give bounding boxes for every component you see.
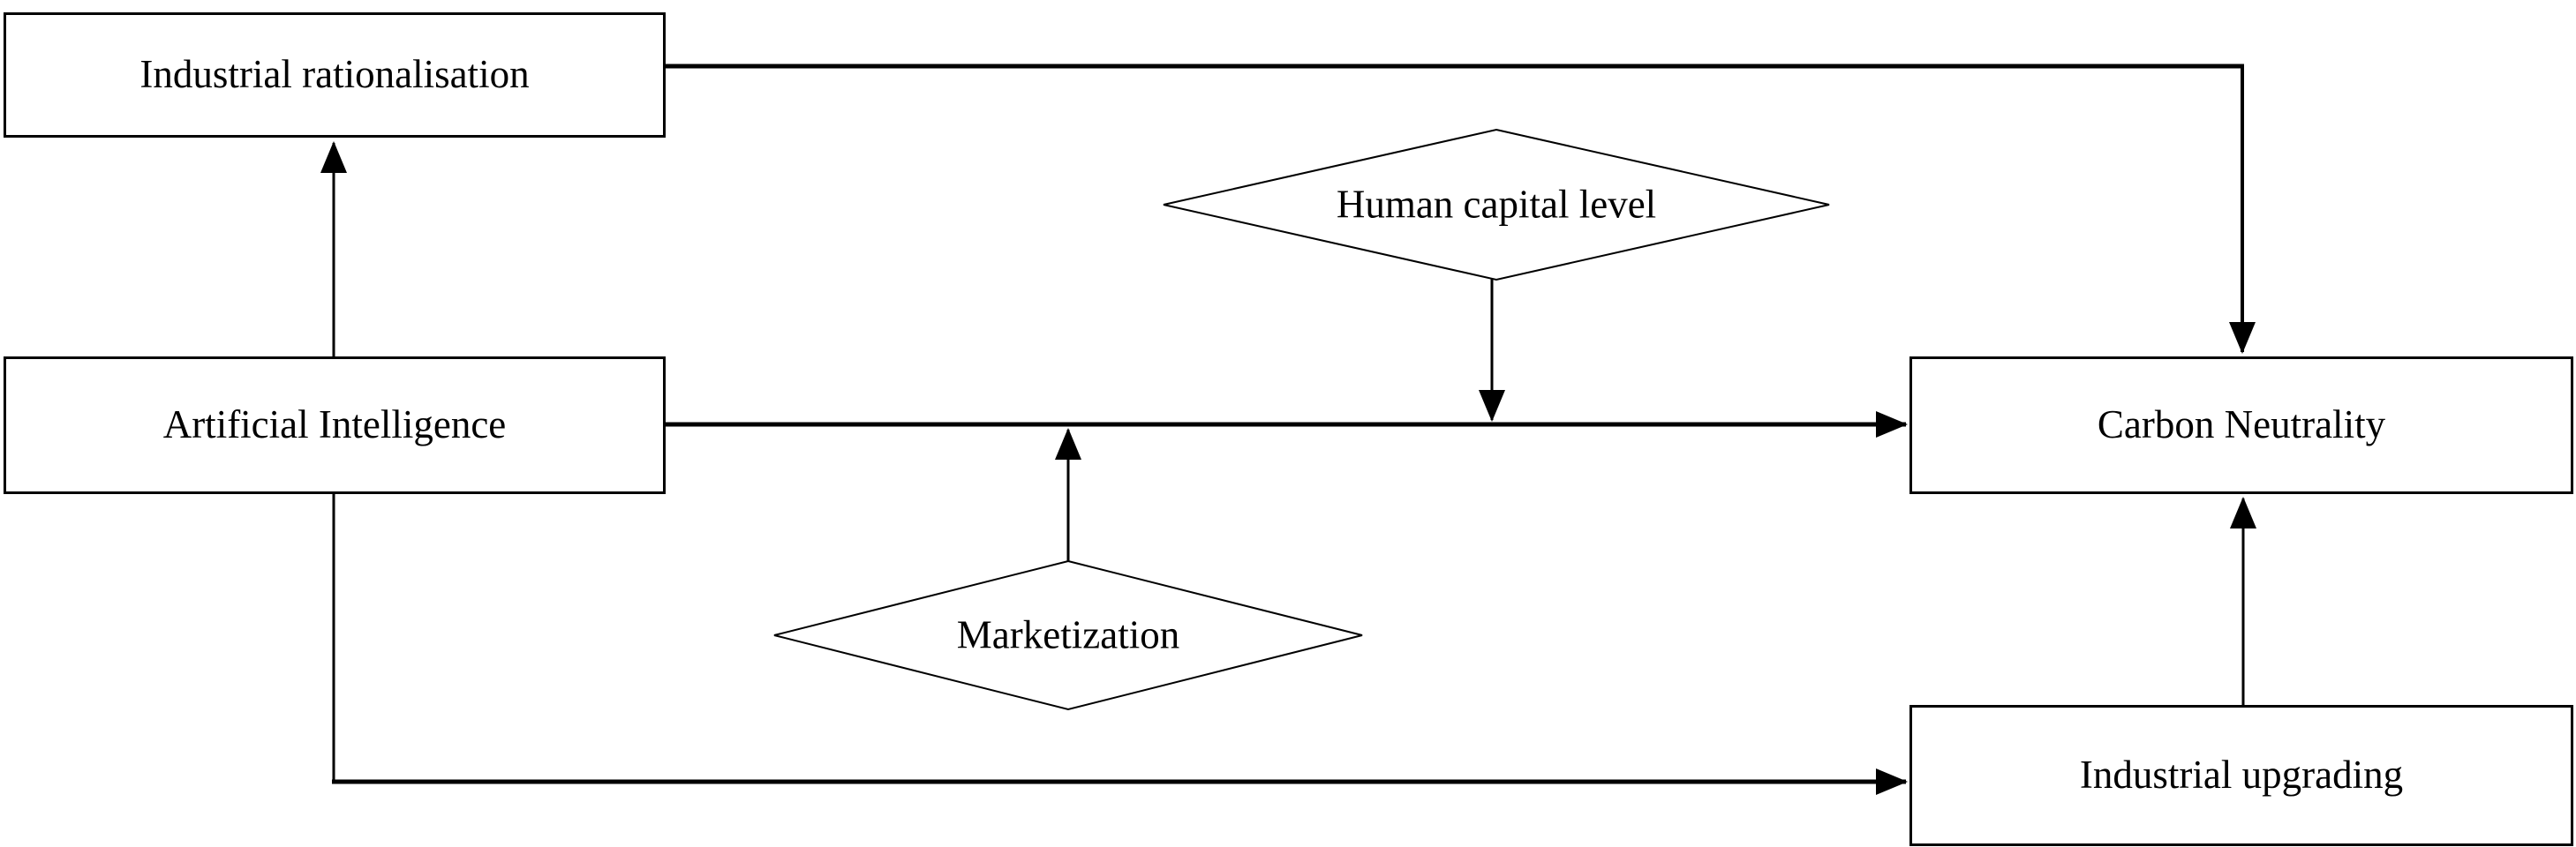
node-industrial-rationalisation: Industrial rationalisation (4, 12, 666, 138)
node-carbon-neutrality-label: Carbon Neutrality (2097, 402, 2386, 447)
node-artificial-intelligence: Artificial Intelligence (4, 356, 666, 494)
node-industrial-upgrading: Industrial upgrading (1909, 705, 2573, 846)
node-carbon-neutrality: Carbon Neutrality (1909, 356, 2573, 494)
node-shape-human-capital-diamond (1163, 128, 1830, 281)
node-marketization-label: Marketization (956, 612, 1180, 657)
node-human-capital-level-label: Human capital level (1336, 182, 1657, 227)
node-artificial-intelligence-label: Artificial Intelligence (162, 402, 507, 447)
node-industrial-rationalisation-label: Industrial rationalisation (139, 52, 530, 97)
node-shape-marketization-diamond (773, 559, 1363, 711)
node-industrial-upgrading-label: Industrial upgrading (2079, 753, 2404, 798)
